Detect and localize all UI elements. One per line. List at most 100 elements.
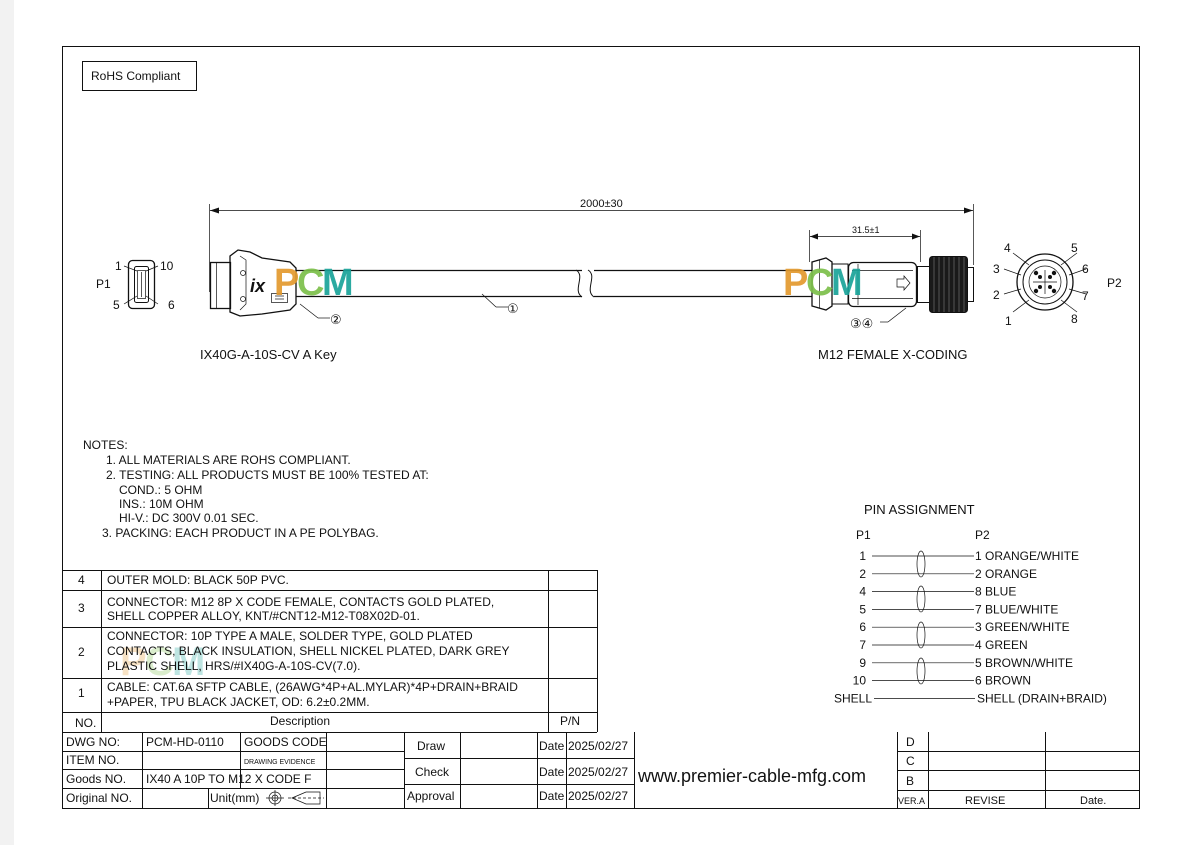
p2-pin-3: 3	[993, 262, 1000, 276]
version-d: D	[906, 735, 915, 749]
connector-length-label: 31.5±1	[852, 225, 879, 235]
watermark-letter-c: C	[297, 262, 324, 304]
rohs-label: RoHS Compliant	[91, 69, 181, 83]
pin-assignment-title: PIN ASSIGNMENT	[864, 502, 975, 517]
revise-label: REVISE	[965, 795, 1005, 807]
p2-pin-2: 2	[993, 288, 1000, 302]
bom-row-desc: OUTER MOLD: BLACK 50P PVC.	[107, 573, 289, 587]
watermark-letter-m: M	[172, 640, 205, 684]
bom-header-description: Description	[270, 714, 330, 728]
date-label: Date	[539, 789, 565, 803]
p1-face-view: P1 1 10 5 6	[96, 259, 175, 312]
pin-p2-value: 3 GREEN/WHITE	[975, 620, 1070, 634]
pin-p1-value: 7	[859, 638, 866, 652]
projection-symbol-icon	[266, 790, 324, 806]
pin-p1-value: 10	[853, 674, 867, 688]
balloon-p2: ③④	[850, 307, 907, 331]
bom-row-desc: SHELL COPPER ALLOY, KNT/#CNT12-M12-T08X0…	[107, 609, 420, 623]
p1-pin-5: 5	[113, 298, 120, 312]
bom-row-no: 1	[78, 686, 85, 700]
p2-pin-5: 5	[1071, 241, 1078, 255]
watermark-letter-c: C	[806, 262, 833, 304]
pin-p2-value: 1 ORANGE/WHITE	[975, 549, 1079, 563]
version-c: C	[906, 754, 915, 768]
bom-row-no: 3	[78, 601, 85, 615]
pin-col-p2: P2	[975, 528, 990, 542]
balloon-p1: ②	[299, 303, 342, 327]
pin-p2-value: 2 ORANGE	[975, 567, 1037, 581]
balloon-cable: ①	[481, 293, 519, 316]
date-value: 2025/02/27	[568, 739, 628, 753]
date-label: Date	[539, 765, 565, 779]
pin-row: 4 8 BLUE	[859, 585, 1016, 599]
watermark-p2: P C M	[783, 262, 863, 304]
page-edge-shade	[0, 0, 14, 845]
total-length-label: 2000±30	[580, 198, 623, 210]
note-line: 3. PACKING: EACH PRODUCT IN A PE POLYBAG…	[102, 526, 379, 540]
approval-label: Approval	[407, 789, 454, 803]
dimension-connector: 31.5±1	[809, 225, 921, 262]
p2-label: P2	[1107, 276, 1122, 290]
bom-row-desc: +PAPER, TPU BLACK JACKET, OD: 6.2±0.2MM.	[107, 695, 370, 709]
pin-p1-value: 9	[859, 656, 866, 670]
website-label: www.premier-cable-mfg.com	[637, 766, 866, 786]
p2-connector	[811, 256, 974, 313]
pin-p2-value: SHELL (DRAIN+BRAID)	[977, 691, 1107, 705]
bom-row-desc: CONTACTS, BLACK INSULATION, SHELL NICKEL…	[107, 644, 510, 658]
draw-label: Draw	[417, 739, 445, 753]
bom-row-no: 2	[78, 645, 85, 659]
p2-pin-7: 7	[1082, 289, 1089, 303]
watermark-bom: P C M	[120, 640, 205, 684]
note-line: 2. TESTING: ALL PRODUCTS MUST BE 100% TE…	[106, 468, 429, 482]
goods-code-label: GOODS CODE	[244, 735, 327, 749]
pin-p1-value: 6	[859, 620, 866, 634]
bom-row-no: 4	[78, 573, 85, 587]
bom-header-no: NO.	[75, 716, 96, 730]
p1-pin-6: 6	[168, 298, 175, 312]
goods-no-value: IX40 A 10P TO M12 X CODE F	[146, 772, 311, 786]
drawing-evidence-label: DRAWING EVIDENCE	[244, 759, 316, 766]
note-line: INS.: 10M OHM	[119, 497, 204, 511]
watermark-letter-m: M	[831, 262, 863, 304]
bom-row-desc: CABLE: CAT.6A SFTP CABLE, (26AWG*4P+AL.M…	[107, 680, 518, 694]
pin-p2-value: 4 GREEN	[975, 638, 1028, 652]
pin-row: 6 3 GREEN/WHITE	[859, 620, 1069, 634]
item-no-label: ITEM NO.	[66, 753, 119, 767]
ver-label: VER.A	[898, 796, 925, 806]
note-line: 1. ALL MATERIALS ARE ROHS COMPLIANT.	[106, 453, 351, 467]
bom-row-desc: PLASTIC SHELL, HRS/#IX40G-A-10S-CV(7.0).	[107, 659, 360, 673]
date-value: 2025/02/27	[568, 789, 628, 803]
balloon-2-label: ②	[330, 312, 342, 327]
version-b: B	[906, 774, 914, 788]
p1-pin-1: 1	[115, 259, 122, 273]
note-line: HI-V.: DC 300V 0.01 SEC.	[119, 511, 259, 525]
goods-no-label: Goods NO.	[66, 772, 126, 786]
rohs-box: RoHS Compliant	[82, 61, 197, 91]
p1-connector-title: IX40G-A-10S-CV A Key	[200, 347, 337, 362]
plug-logo: ix	[250, 276, 266, 296]
watermark-p1: P C M	[274, 262, 354, 304]
p2-face-view: 1 2 3 4 5 6 7 8 P2	[993, 241, 1122, 328]
watermark-letter-p: P	[274, 262, 299, 304]
pin-p2-value: 8 BLUE	[975, 585, 1016, 599]
note-line: COND.: 5 OHM	[119, 483, 202, 497]
original-no-label: Original NO.	[66, 791, 132, 805]
notes: NOTES: 1. ALL MATERIALS ARE ROHS COMPLIA…	[83, 438, 429, 540]
watermark-letter-m: M	[322, 262, 354, 304]
pin-p1-value: 4	[859, 585, 866, 599]
pin-row: 7 4 GREEN	[859, 638, 1027, 652]
p1-pin-10: 10	[160, 259, 174, 273]
p2-pin-1: 1	[1005, 314, 1012, 328]
p2-pin-8: 8	[1071, 312, 1078, 326]
bom-row-desc: CONNECTOR: M12 8P X CODE FEMALE, CONTACT…	[107, 595, 494, 609]
balloon-1-label: ①	[507, 301, 519, 316]
bom-header-pn: P/N	[560, 714, 580, 728]
bom-row-desc: CONNECTOR: 10P TYPE A MALE, SOLDER TYPE,…	[107, 629, 473, 643]
watermark-letter-p: P	[120, 640, 147, 684]
notes-heading: NOTES:	[83, 438, 128, 452]
